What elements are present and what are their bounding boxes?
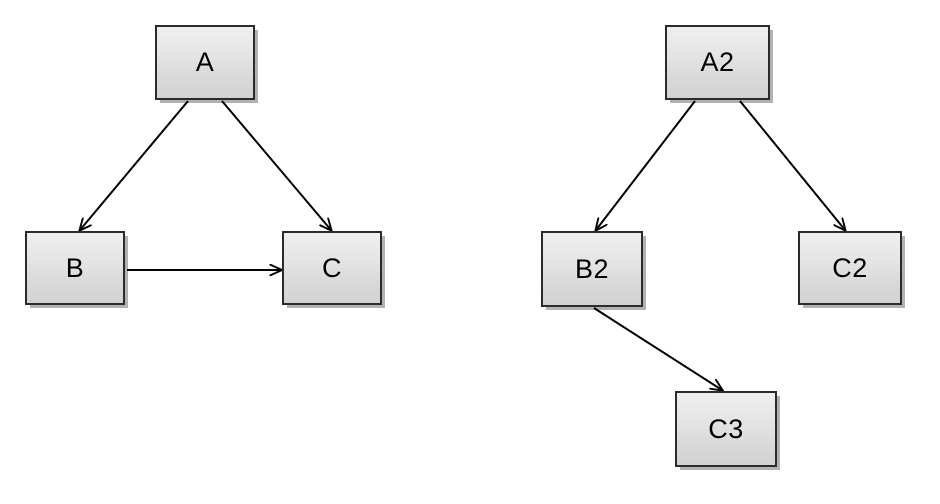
node-a2[interactable]: A2 [665, 25, 770, 100]
node-label-c3: C3 [708, 413, 744, 444]
node-label-c2: C2 [832, 252, 868, 283]
node-b[interactable]: B [25, 231, 125, 305]
node-label-b2: B2 [574, 253, 610, 284]
edge-a-b[interactable] [80, 100, 189, 230]
node-b2[interactable]: B2 [541, 231, 643, 307]
node-label-a: A [195, 47, 215, 77]
node-a[interactable]: A [155, 25, 255, 100]
node-label-b: B [65, 252, 85, 283]
edge-b2-c3[interactable] [593, 307, 722, 390]
node-label-c: C [322, 252, 342, 283]
node-c[interactable]: C [282, 231, 382, 305]
edge-a2-c2[interactable] [739, 100, 845, 230]
edge-a-c[interactable] [221, 100, 331, 230]
node-c2[interactable]: C2 [798, 231, 902, 305]
edges-group [80, 100, 845, 390]
edge-a2-b2[interactable] [596, 100, 696, 230]
node-label-a2: A2 [700, 47, 735, 77]
node-c3[interactable]: C3 [675, 391, 777, 467]
